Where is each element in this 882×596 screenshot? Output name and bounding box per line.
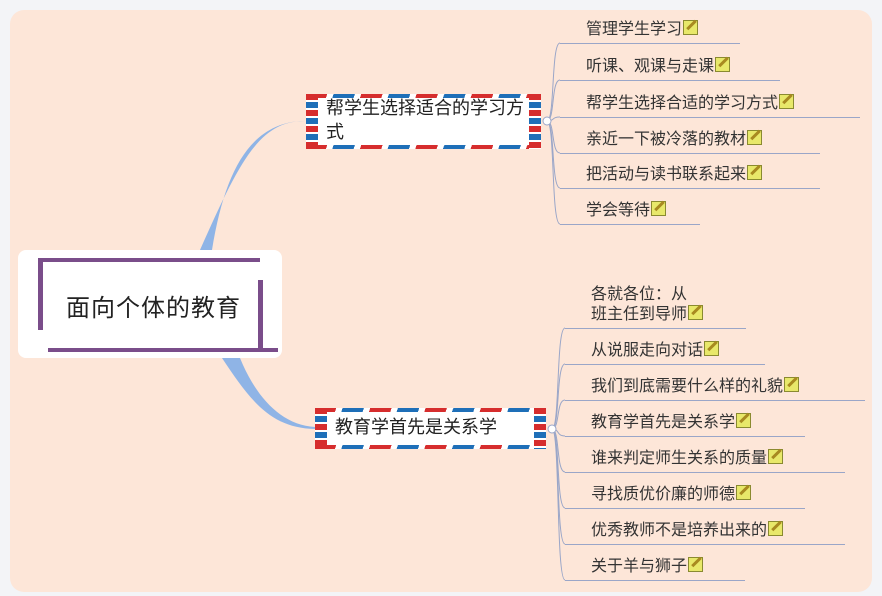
scroll-frame-left (38, 258, 43, 330)
subtopic-underline (560, 117, 860, 118)
note-edit-icon[interactable] (736, 413, 752, 428)
subtopic-label: 我们到底需要什么样的礼貌 (591, 376, 784, 395)
subtopic-label: 把活动与读书联系起来 (586, 164, 747, 183)
subtopic-underline (560, 224, 700, 225)
subtopic-label: 听课、观课与走课 (586, 56, 715, 75)
subtopic-label: 从说服走向对话 (591, 340, 704, 359)
subtopic-underline (565, 328, 746, 329)
note-edit-icon[interactable] (779, 94, 795, 109)
subtopic-label: 谁来判定师生关系的质量 (591, 448, 768, 467)
subtopic-item[interactable]: 从说服走向对话 (591, 340, 720, 360)
subtopic-item[interactable]: 优秀教师不是培养出来的 (591, 520, 784, 540)
note-edit-icon[interactable] (747, 165, 763, 180)
subtopic-underline (560, 43, 740, 44)
note-edit-icon[interactable] (715, 57, 731, 72)
note-edit-icon[interactable] (688, 557, 704, 572)
subtopic-underline (560, 80, 780, 81)
subtopic-label: 亲近一下被冷落的教材 (586, 129, 747, 148)
connector-central-branch2 (222, 358, 315, 429)
subtopic-label: 帮学生选择合适的学习方式 (586, 93, 779, 112)
note-edit-icon[interactable] (683, 20, 699, 35)
subtopic-item[interactable]: 教育学首先是关系学 (591, 412, 752, 432)
central-topic-label: 面向个体的教育 (66, 294, 241, 322)
subtopic-underline (565, 472, 845, 473)
subtopic-item[interactable]: 帮学生选择合适的学习方式 (586, 93, 795, 113)
subtopic-item[interactable]: 各就各位：从 班主任到导师 (591, 284, 704, 324)
subtopic-underline (560, 153, 820, 154)
scroll-frame-bottom (48, 348, 278, 352)
subtopic-label: 教育学首先是关系学 (591, 412, 736, 431)
subtopic-connector (551, 428, 566, 581)
subtopic-label: 各就各位：从 班主任到导师 (591, 284, 688, 323)
subtopic-item[interactable]: 亲近一下被冷落的教材 (586, 129, 763, 149)
subtopic-connector (546, 79, 561, 122)
subtopic-label: 寻找质优价廉的师德 (591, 484, 736, 503)
note-edit-icon[interactable] (736, 485, 752, 500)
subtopic-item[interactable]: 把活动与读书联系起来 (586, 164, 763, 184)
branch2-junction (547, 424, 557, 434)
scroll-frame-top (40, 258, 260, 262)
subtopic-item[interactable]: 寻找质优价廉的师德 (591, 484, 752, 504)
branch1-junction (542, 116, 552, 126)
subtopic-underline (565, 580, 745, 581)
branch-topic-1[interactable]: 帮学生选择适合的学习方式 (306, 94, 541, 149)
subtopic-connector (546, 42, 561, 122)
note-edit-icon[interactable] (704, 341, 720, 356)
subtopic-label: 管理学生学习 (586, 19, 683, 38)
note-edit-icon[interactable] (784, 377, 800, 392)
subtopic-item[interactable]: 管理学生学习 (586, 19, 699, 39)
note-edit-icon[interactable] (688, 305, 704, 320)
central-topic[interactable]: 面向个体的教育 (18, 250, 282, 358)
subtopic-underline (565, 400, 865, 401)
branch-topic-2[interactable]: 教育学首先是关系学 (315, 408, 546, 449)
subtopic-item[interactable]: 学会等待 (586, 200, 667, 220)
subtopic-underline (565, 544, 845, 545)
subtopic-underline (565, 364, 765, 365)
subtopic-item[interactable]: 关于羊与狮子 (591, 556, 704, 576)
subtopic-underline (560, 188, 820, 189)
subtopic-label: 学会等待 (586, 200, 651, 219)
subtopic-label: 优秀教师不是培养出来的 (591, 520, 768, 539)
branch-topic-label: 教育学首先是关系学 (335, 417, 497, 438)
note-edit-icon[interactable] (768, 449, 784, 464)
subtopic-item[interactable]: 我们到底需要什么样的礼貌 (591, 376, 800, 396)
subtopic-item[interactable]: 谁来判定师生关系的质量 (591, 448, 784, 468)
subtopic-underline (565, 436, 805, 437)
subtopic-item[interactable]: 听课、观课与走课 (586, 56, 731, 76)
branch-topic-label: 帮学生选择适合的学习方式 (326, 98, 524, 143)
scroll-frame-right (258, 280, 263, 352)
note-edit-icon[interactable] (747, 130, 763, 145)
connector-central-branch1 (200, 120, 306, 250)
note-edit-icon[interactable] (768, 521, 784, 536)
subtopic-label: 关于羊与狮子 (591, 556, 688, 575)
note-edit-icon[interactable] (651, 201, 667, 216)
subtopic-underline (565, 508, 805, 509)
